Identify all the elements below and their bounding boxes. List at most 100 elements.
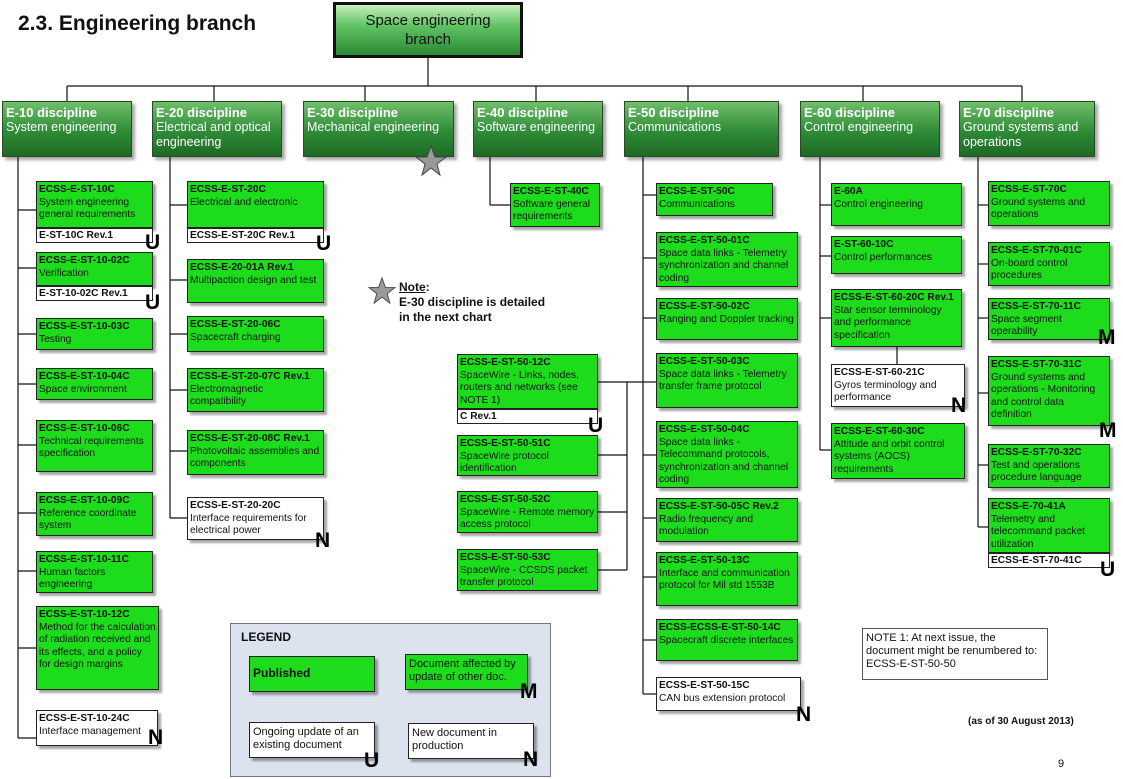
doc-sub-e-st-70-41c: ECSS-E-ST-70-41C — [988, 553, 1110, 568]
doc-code: ECSS-E-ST-10-12C — [39, 609, 130, 620]
doc-code: ECSS-E-ST-20-20C — [190, 500, 281, 511]
doc-title: Human factors engineering — [39, 566, 106, 591]
doc-code: ECSS-E-ST-50-02C — [659, 301, 750, 312]
badge-u: U — [364, 749, 380, 772]
legend: LEGEND Published Document affected by up… — [230, 623, 551, 777]
doc-code: ECSS-E-ST-50-15C — [659, 680, 750, 691]
doc-code: ECSS-E-ST-70C — [991, 184, 1067, 195]
badge-u: U — [1100, 558, 1116, 581]
doc-code: E-ST-60-10C — [834, 239, 894, 250]
discipline-name: Control engineering — [804, 120, 914, 134]
page-number: 9 — [1058, 758, 1065, 770]
doc-title: Attitude and orbit control systems (AOCS… — [834, 438, 945, 475]
doc-title: Technical requirements specification — [39, 435, 144, 460]
doc-code: ECSS-E-ST-10-02C — [39, 255, 130, 266]
legend-title: LEGEND — [241, 630, 292, 644]
doc-code: ECSS-E-ST-70-01C — [991, 245, 1082, 256]
doc-code: ECSS-E-ST-50-04C — [659, 424, 750, 435]
discipline-id: E-50 discipline — [628, 105, 720, 120]
doc-title: Space data links - Telemetry synchroniza… — [659, 247, 789, 284]
doc-code: ECSS-E-ST-50-03C — [659, 356, 750, 367]
doc-title: SpaceWire - CCSDS packet transfer protoc… — [460, 564, 588, 589]
star-icon — [368, 277, 396, 305]
doc-title: Software general requirements — [513, 198, 591, 223]
doc-title: Telemetry and telecommand packet utiliza… — [991, 513, 1086, 550]
doc-title: Spacecraft charging — [190, 331, 281, 343]
doc-code: ECSS-E-ST-10-03C — [39, 321, 130, 332]
badge-u: U — [145, 231, 161, 254]
legend-new: New document in production — [408, 723, 534, 759]
doc-title: SpaceWire protocol identification — [460, 450, 549, 475]
doc-code: ECSS-E-ST-10-24C — [39, 713, 130, 724]
doc-title: Space environment — [39, 383, 127, 395]
doc-code: ECSS-E-ST-10-09C — [39, 495, 130, 506]
doc-title: Electromagnetic compatibility — [190, 383, 264, 408]
discipline-name: Mechanical engineering — [307, 120, 440, 134]
doc-title: Interface requirements for electrical po… — [190, 512, 307, 537]
note-label: Note — [399, 280, 426, 294]
doc-code: ECSS-E-ST-10-04C — [39, 371, 130, 382]
doc-code: ECSS-E-ST-50-01C — [659, 235, 750, 246]
doc-sub-e-st-20c-rev1: ECSS-E-ST-20C Rev.1 — [187, 228, 324, 243]
doc-code: ECSS-E-ST-10-06C — [39, 423, 130, 434]
doc-title: Spacecraft discrete interfaces — [659, 634, 794, 646]
doc-code: ECSS-ECSS-E-ST-50-14C — [659, 622, 781, 633]
doc-code: E-60A — [834, 186, 863, 197]
doc-title: Electrical and electronic — [190, 196, 298, 208]
doc-code: ECSS-E-ST-50-51C — [460, 438, 551, 449]
doc-title: Control performances — [834, 251, 932, 263]
doc-code: ECSS-E-ST-20-08C Rev.1 — [190, 433, 310, 444]
badge-m: M — [520, 680, 538, 703]
doc-code: ECSS-E-ST-20-07C Rev.1 — [190, 371, 310, 382]
doc-title: Radio frequency and modulation — [659, 513, 754, 538]
doc-code: ECSS-E-ST-60-20C Rev.1 — [834, 292, 954, 303]
doc-code: ECSS-E-ST-50-52C — [460, 494, 551, 505]
badge-n: N — [951, 394, 967, 417]
doc-title: Multipaction design and test — [190, 274, 317, 286]
doc-title: Ranging and Doppler tracking — [659, 313, 794, 325]
doc-title: SpaceWire - Remote memory access protoco… — [460, 506, 595, 531]
legend-affected: Document affected by update of other doc… — [405, 654, 528, 690]
discipline-id: E-40 discipline — [477, 105, 569, 120]
doc-title: Testing — [39, 333, 72, 345]
legend-ongoing: Ongoing update of an existing document — [249, 722, 375, 758]
doc-code: ECSS-E-ST-50-53C — [460, 552, 551, 563]
doc-code: ECSS-E-ST-20C — [190, 184, 266, 195]
badge-u: U — [316, 232, 332, 255]
discipline-name: Communications — [628, 120, 722, 134]
doc-title: Photovoltaic assemblies and components — [190, 445, 320, 470]
doc-code: ECSS-E-ST-50-12C — [460, 357, 551, 368]
